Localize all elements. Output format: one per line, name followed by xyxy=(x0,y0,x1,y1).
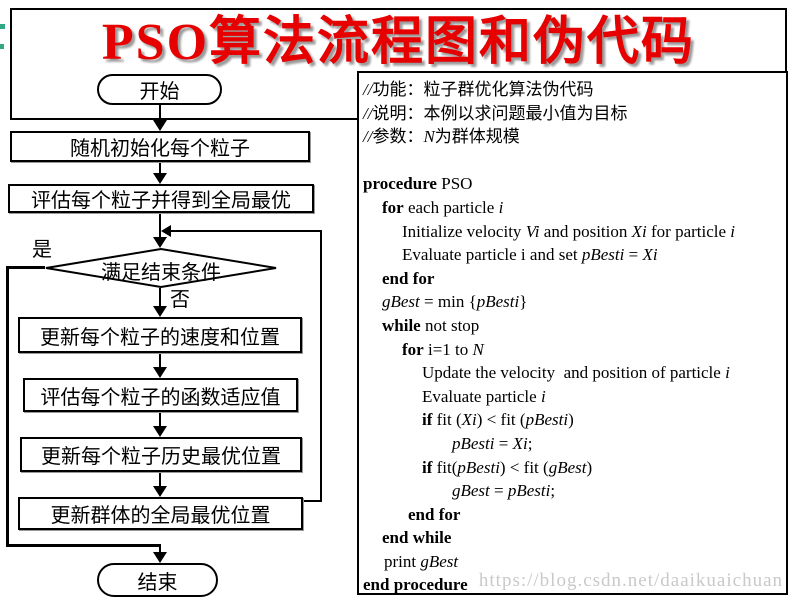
flow-node-update-personal-best: 更新每个粒子历史最优位置 xyxy=(20,437,302,472)
pseudocode-line: end for xyxy=(408,504,461,524)
pseudocode-line: Evaluate particle i xyxy=(422,386,546,406)
pseudocode-line: Evaluate particle i and set pBesti = Xi xyxy=(402,245,658,265)
pseudocode-lines: //功能：粒子群优化算法伪代码 //说明：本例以求问题最小值为目标 //参数：N为群… xyxy=(359,73,786,597)
pseudocode-line: gBest = min {pBesti} xyxy=(382,292,528,312)
yes-branch-label: 是 xyxy=(32,239,52,261)
arrow-down-icon xyxy=(153,306,167,317)
pseudocode-line: //功能：粒子群优化算法伪代码 xyxy=(363,80,594,99)
edge-artifact-mark xyxy=(0,44,4,49)
flow-node-end: 结束 xyxy=(97,563,218,597)
arrow-down-icon xyxy=(153,486,167,497)
arrow-down-icon xyxy=(153,426,167,437)
pseudocode-line: end procedure xyxy=(363,575,468,595)
pseudocode-line: end for xyxy=(382,268,435,288)
page-title: PSO算法流程图和伪代码 xyxy=(101,14,696,71)
pseudocode-line: pBesti = Xi; xyxy=(452,433,533,453)
pseudocode-line: //参数：N为群体规模 xyxy=(363,127,520,147)
watermark: https://blog.csdn.net/daaikuaichuan xyxy=(478,570,783,591)
flow-node-init-particles: 随机初始化每个粒子 xyxy=(10,131,310,162)
yes-branch-line-top xyxy=(6,266,45,269)
yes-branch-line-left xyxy=(6,266,9,547)
pseudocode-line: for each particle i xyxy=(382,197,504,217)
loopback-line-bottom xyxy=(302,500,322,502)
pseudocode-line: if fit(pBesti) < fit (gBest) xyxy=(422,457,593,477)
pseudocode-line: if fit (Xi) < fit (pBesti) xyxy=(422,410,574,430)
pseudocode-line xyxy=(363,149,783,173)
yes-branch-line-bottom xyxy=(6,544,161,547)
flow-node-evaluate-fitness: 评估每个粒子的函数适应值 xyxy=(23,378,298,412)
arrow-down-icon xyxy=(153,173,167,184)
arrow-down-icon xyxy=(153,120,167,131)
flow-line-to-end xyxy=(159,545,161,555)
flow-line-fitness-to-pbest xyxy=(159,412,161,430)
flow-line-pbest-to-gbest xyxy=(159,472,161,489)
pseudocode-line: procedure PSO xyxy=(363,174,473,194)
arrow-left-icon xyxy=(161,225,171,237)
flow-node-start: 开始 xyxy=(97,74,222,105)
pseudocode-line: for i=1 to N xyxy=(402,339,484,359)
flow-node-update-velocity-position: 更新每个粒子的速度和位置 xyxy=(18,317,302,353)
pseudocode-line: Update the velocity and position of part… xyxy=(422,363,730,383)
loopback-line-right xyxy=(320,230,322,502)
flow-node-evaluate-global-best: 评估每个粒子并得到全局最优 xyxy=(8,184,314,213)
pseudocode-line: print gBest xyxy=(384,551,459,571)
pseudocode-line: Initialize velocity Vi and position Xi f… xyxy=(402,221,736,241)
pseudocode-panel: //功能：粒子群优化算法伪代码 //说明：本例以求问题最小值为目标 //参数：N为群… xyxy=(357,71,788,595)
pseudocode-line: while not stop xyxy=(382,315,480,335)
flow-node-update-global-best: 更新群体的全局最优位置 xyxy=(18,497,303,530)
flow-line-start-to-init xyxy=(159,104,161,125)
pseudocode-line: gBest = pBesti; xyxy=(452,481,556,501)
flow-line-update-to-fitness xyxy=(159,353,161,370)
no-branch-label: 否 xyxy=(170,289,190,311)
loopback-line-top xyxy=(168,230,322,232)
flow-line-evaluate-to-decision xyxy=(159,212,161,240)
arrow-down-icon xyxy=(153,552,167,563)
flow-line-init-to-evaluate xyxy=(159,162,161,176)
pseudocode-line: end while xyxy=(382,528,452,548)
arrow-down-icon xyxy=(153,367,167,378)
arrow-down-icon xyxy=(153,237,167,248)
edge-artifact-mark xyxy=(0,24,5,29)
flow-line-decision-to-update xyxy=(159,288,161,309)
decision-diamond xyxy=(45,248,277,288)
decision-label: 满足结束条件 xyxy=(101,262,221,284)
pseudocode-line: //说明：本例以求问题最小值为目标 xyxy=(363,103,628,123)
